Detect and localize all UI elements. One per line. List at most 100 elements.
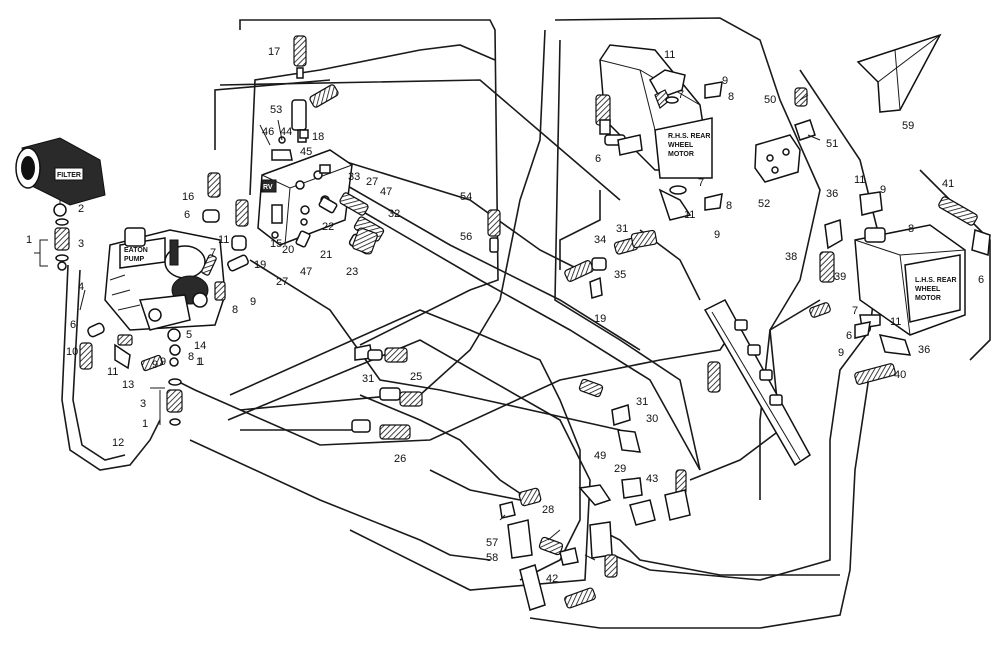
callout-label: 1 bbox=[26, 234, 32, 246]
rhs-motor-label-line3: MOTOR bbox=[668, 151, 694, 158]
pump-label-line2: PUMP bbox=[124, 256, 145, 263]
vertical-fittings-left bbox=[202, 172, 249, 251]
callout-label: 6 bbox=[978, 274, 984, 286]
leader-lines bbox=[34, 49, 901, 561]
callout-label: 7 bbox=[698, 177, 704, 189]
callout-label: 19 bbox=[594, 313, 606, 325]
callout-label: 33 bbox=[348, 171, 360, 183]
callout-label: 31 bbox=[362, 373, 374, 385]
flow-divider-bar bbox=[703, 299, 811, 467]
callout-label: 46 bbox=[262, 126, 274, 138]
callout-label: 22 bbox=[322, 221, 334, 233]
callout-label: 7 bbox=[678, 89, 684, 101]
callout-label: 47 bbox=[380, 186, 392, 198]
valve-manifold: RV bbox=[257, 149, 353, 246]
callout-label: 21 bbox=[320, 249, 332, 261]
callout-label: 11 bbox=[854, 174, 865, 186]
filter-unit: FILTER bbox=[15, 137, 106, 210]
callout-label: 45 bbox=[300, 146, 312, 158]
callout-label: 50 bbox=[764, 94, 776, 106]
callout-label: 40 bbox=[894, 369, 906, 381]
callout-label: 8 bbox=[908, 223, 914, 235]
callout-label: 44 bbox=[280, 126, 292, 138]
callout-label: 57 bbox=[486, 537, 498, 549]
callout-label: 3 bbox=[78, 238, 84, 250]
callout-label: 18 bbox=[312, 131, 324, 143]
callout-label: 9 bbox=[714, 229, 720, 241]
rhs-motor-label-line1: R.H.S. REAR bbox=[668, 133, 710, 140]
callout-label: 34 bbox=[594, 234, 606, 246]
callout-label: 31 bbox=[636, 396, 648, 408]
callout-label: 41 bbox=[942, 178, 954, 190]
callout-label: 11 bbox=[684, 209, 695, 221]
callout-label: 25 bbox=[410, 371, 422, 383]
svg-text:RV: RV bbox=[263, 184, 273, 191]
callout-label: 9 bbox=[152, 359, 158, 371]
filter-fittings bbox=[53, 203, 70, 271]
callout-label: 17 bbox=[268, 46, 280, 58]
callout-label: 8 bbox=[188, 351, 194, 363]
callout-label: 9 bbox=[838, 347, 844, 359]
callout-label: 32 bbox=[388, 208, 400, 220]
callout-label: 7 bbox=[210, 247, 216, 259]
lhs-motor-label-line3: MOTOR bbox=[915, 295, 941, 302]
callout-label: 56 bbox=[460, 231, 472, 243]
callout-label: 6 bbox=[70, 319, 76, 331]
callout-label: 3 bbox=[140, 398, 146, 410]
callout-label: 7 bbox=[852, 305, 858, 317]
callout-label: 27 bbox=[276, 276, 288, 288]
pump-label-line1: EATON bbox=[124, 247, 148, 254]
filter-label: FILTER bbox=[57, 172, 81, 179]
callout-label: 42 bbox=[546, 573, 558, 585]
rhs-motor-label-line2: WHEEL bbox=[668, 142, 694, 149]
callout-label: 9 bbox=[880, 184, 886, 196]
callout-label: 5 bbox=[186, 329, 192, 341]
rhs-wheel-motor: R.H.S. REAR WHEEL MOTOR bbox=[595, 44, 723, 221]
callout-label: 16 bbox=[182, 191, 194, 203]
callout-label: 1 bbox=[142, 418, 148, 430]
callout-label: 35 bbox=[614, 269, 626, 281]
callout-label: 6 bbox=[184, 209, 190, 221]
lhs-motor-label-line2: WHEEL bbox=[915, 286, 941, 293]
lhs-wheel-motor: L.H.S. REAR WHEEL MOTOR bbox=[809, 191, 991, 385]
callout-label: 6 bbox=[595, 153, 601, 165]
callout-label: 6 bbox=[846, 330, 852, 342]
callout-label: 8 bbox=[726, 200, 732, 212]
callout-label: 9 bbox=[250, 296, 256, 308]
callout-label: 23 bbox=[346, 266, 358, 278]
callout-label: 30 bbox=[646, 413, 658, 425]
callout-label: 11 bbox=[107, 366, 118, 378]
callout-label: 19 bbox=[254, 259, 266, 271]
callout-label: 51 bbox=[826, 138, 838, 150]
callout-label: 4 bbox=[78, 281, 84, 293]
callout-label: 9 bbox=[160, 356, 166, 368]
callout-label: 11 bbox=[664, 49, 675, 61]
callout-label: 20 bbox=[282, 244, 294, 256]
callout-label: 11 bbox=[218, 234, 229, 246]
block-52 bbox=[754, 87, 816, 183]
callout-label: 11 bbox=[890, 316, 901, 328]
callout-label: 2 bbox=[78, 203, 84, 215]
callout-label: 38 bbox=[785, 251, 797, 263]
bracket-59 bbox=[856, 33, 942, 113]
eaton-pump: EATON PUMP bbox=[104, 227, 226, 331]
hose-lines bbox=[61, 17, 991, 629]
callout-label: 58 bbox=[486, 552, 498, 564]
callout-label: 26 bbox=[394, 453, 406, 465]
callout-label: 29 bbox=[614, 463, 626, 475]
callout-label: 36 bbox=[918, 344, 930, 356]
callout-label: 12 bbox=[112, 437, 124, 449]
callout-label: 54 bbox=[460, 191, 472, 203]
callout-label: 49 bbox=[594, 450, 606, 462]
callout-label: 52 bbox=[758, 198, 770, 210]
callout-label: 8 bbox=[232, 304, 238, 316]
callout-label: 43 bbox=[646, 473, 658, 485]
pump-fittings bbox=[79, 254, 249, 426]
callout-label: 31 bbox=[616, 223, 628, 235]
lhs-motor-label-line1: L.H.S. REAR bbox=[915, 277, 957, 284]
callout-label: 13 bbox=[122, 379, 134, 391]
callout-label: 9 bbox=[722, 75, 728, 87]
callout-label: 8 bbox=[728, 91, 734, 103]
callout-label: 47 bbox=[300, 266, 312, 278]
